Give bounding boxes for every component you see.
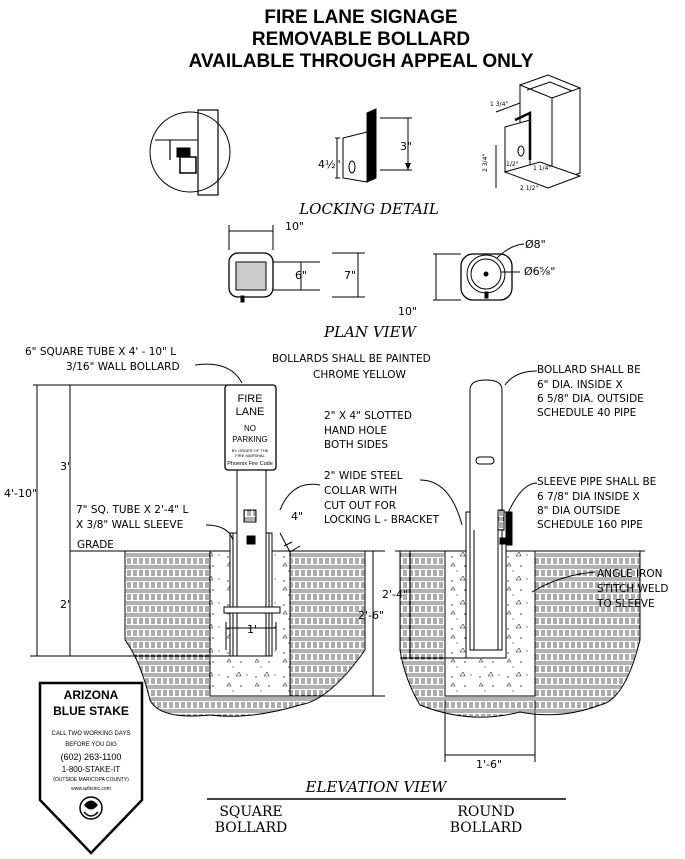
plan-dim-dia8: Ø8": [525, 238, 546, 251]
dim-2ft-6: 2'-6": [358, 609, 384, 622]
note-sleeve-round-4: SCHEDULE 160 PIPE: [537, 519, 643, 531]
blue-stake-outside: (OUTSIDE MARICOPA COUNTY): [53, 777, 129, 783]
elevation-view-label: ELEVATION VIEW: [305, 778, 449, 796]
l-bracket-detail: [335, 108, 412, 183]
note-slotted-2: HAND HOLE: [324, 425, 387, 437]
note-collar-3: CUT OUT FOR: [324, 500, 396, 512]
plan-dim-10-round: 10": [398, 305, 417, 318]
left-dimension-lines: [30, 384, 385, 697]
note-sleeve-round-3: 8" DIA OUTSIDE: [537, 505, 620, 517]
blue-stake-phone: (602) 263-1100: [61, 752, 122, 762]
note-painted-2: CHROME YELLOW: [313, 369, 406, 381]
sign-small-2: FIRE MARSHAL: [235, 453, 265, 458]
grade-label: GRADE: [77, 539, 114, 551]
sign-small-1: BY ORDER OF THE: [232, 448, 269, 453]
iso-dim-1: 1 3/4": [490, 101, 508, 108]
round-bollard-label-2: BOLLARD: [450, 820, 523, 836]
note-slotted-3: BOTH SIDES: [324, 439, 388, 451]
locking-detail-circle: [149, 109, 231, 196]
note-angle-3: TO SLEEVE: [596, 598, 655, 610]
round-bollard: [465, 379, 513, 659]
blue-stake-badge: ARIZONA BLUE STAKE CALL TWO WORKING DAYS…: [38, 681, 144, 855]
dim-3-in: 3": [400, 140, 412, 153]
locking-detail-label: LOCKING DETAIL: [298, 200, 439, 218]
blue-stake-line-3: CALL TWO WORKING DAYS: [52, 731, 131, 737]
note-collar-1: 2" WIDE STEEL: [324, 470, 403, 482]
note-square-tube: 6" SQUARE TUBE X 4' - 10" L 3/16" WALL B…: [25, 346, 180, 373]
dim-4in: 4": [291, 510, 303, 523]
note-slotted: 2" X 4" SLOTTED HAND HOLE BOTH SIDES: [324, 410, 412, 451]
blue-stake-line-2: BLUE STAKE: [53, 704, 129, 718]
note-angle-1: ANGLE IRON: [597, 568, 663, 580]
note-collar-2: COLLAR WITH: [324, 485, 397, 497]
plan-square-bollard: [228, 225, 365, 303]
dim-2ft: 2': [60, 598, 70, 611]
iso-dim-5: 1/2": [506, 161, 519, 168]
plan-view-label: PLAN VIEW: [323, 323, 417, 341]
leader-lines: [194, 363, 596, 593]
note-angle-2: STITCH WELD: [597, 583, 669, 595]
note-sleeve-round-1: SLEEVE PIPE SHALL BE: [537, 476, 656, 488]
note-sleeve-round-2: 6 7/8" DIA INSIDE X: [537, 491, 640, 503]
note-slotted-1: 2" X 4" SLOTTED: [324, 410, 412, 422]
dim-3ft: 3': [60, 460, 70, 473]
sign-code: Phoenix Fire Code: [227, 461, 273, 467]
dim-4ft-10: 4'-10": [4, 487, 37, 500]
iso-dim-4: 1 1/4": [533, 165, 551, 172]
plan-round-bollard: [433, 243, 525, 301]
fire-lane-sign: FIRE LANE NO PARKING BY ORDER OF THE FIR…: [224, 384, 277, 471]
sign-lane: LANE: [236, 406, 265, 418]
isometric-sleeve-detail: [495, 74, 582, 189]
blue-stake-phone-2: 1-800-STAKE-IT: [62, 765, 121, 774]
note-sleeve-round: SLEEVE PIPE SHALL BE 6 7/8" DIA INSIDE X…: [537, 476, 656, 531]
plan-dim-7: 7": [344, 269, 356, 282]
note-collar: 2" WIDE STEEL COLLAR WITH CUT OUT FOR LO…: [324, 470, 440, 526]
blue-stake-logo-icon: [79, 796, 103, 820]
plan-dim-dia658: Ø6⁵⁄₈": [524, 265, 555, 278]
blue-stake-line-4: BEFORE YOU DIG: [65, 742, 117, 748]
note-square-tube-1: 6" SQUARE TUBE X 4' - 10" L: [25, 346, 176, 358]
note-angle-iron: ANGLE IRON STITCH WELD TO SLEEVE: [596, 568, 669, 610]
note-round-bollard: BOLLARD SHALL BE 6" DIA. INSIDE X 6 5/8"…: [537, 364, 644, 419]
note-round-1: BOLLARD SHALL BE: [537, 364, 641, 376]
iso-dim-2: 2 3/4": [482, 154, 489, 172]
dim-1ft-6: 1'-6": [476, 758, 502, 771]
plan-dim-6: 6": [295, 269, 307, 282]
note-collar-4: LOCKING L - BRACKET: [324, 514, 440, 526]
note-painted-1: BOLLARDS SHALL BE PAINTED: [272, 353, 431, 365]
sign-no: NO: [244, 424, 256, 433]
plan-dim-10: 10": [285, 220, 304, 233]
sign-fire: FIRE: [237, 393, 262, 405]
blue-stake-web: www.azbsinc.com: [71, 786, 111, 792]
title-line-1: FIRE LANE SIGNAGE: [264, 7, 457, 28]
note-round-4: SCHEDULE 40 PIPE: [537, 407, 636, 419]
square-bollard-label-2: BOLLARD: [215, 820, 288, 836]
right-dimension-lines: [400, 550, 536, 762]
iso-dim-3: 2 1/2": [520, 185, 538, 192]
dim-4-half-in: 4½": [318, 158, 341, 171]
note-square-tube-2: 3/16" WALL BOLLARD: [66, 361, 180, 373]
dim-1ft: 1': [247, 623, 257, 636]
note-round-2: 6" DIA. INSIDE X: [537, 379, 623, 391]
sign-parking: PARKING: [232, 435, 267, 444]
note-painted: BOLLARDS SHALL BE PAINTED CHROME YELLOW: [272, 353, 431, 381]
note-sleeve-square: 7" SQ. TUBE X 2'-4" L X 3/8" WALL SLEEVE: [76, 504, 188, 531]
title-line-2: REMOVABLE BOLLARD: [252, 29, 470, 50]
square-bollard-label-1: SQUARE: [219, 804, 282, 820]
note-sleeve-sq-2: X 3/8" WALL SLEEVE: [76, 519, 183, 531]
note-sleeve-sq-1: 7" SQ. TUBE X 2'-4" L: [76, 504, 188, 516]
title-line-3: AVAILABLE THROUGH APPEAL ONLY: [189, 51, 534, 72]
note-round-3: 6 5/8" DIA. OUTSIDE: [537, 393, 644, 405]
blue-stake-line-1: ARIZONA: [64, 688, 119, 702]
round-bollard-label-1: ROUND: [457, 804, 514, 820]
dim-2ft-4: 2'-4": [382, 588, 408, 601]
